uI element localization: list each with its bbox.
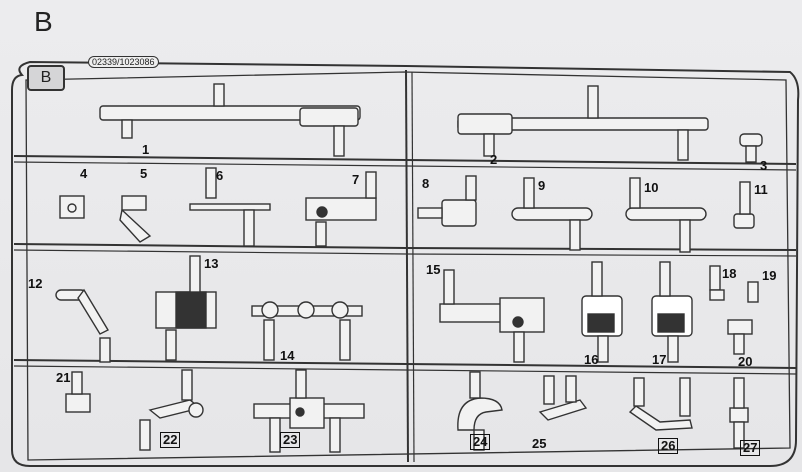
- part-number-5: 5: [140, 166, 148, 181]
- part-number-14: 14: [280, 348, 295, 363]
- sprue-code-label: 02339/1023086: [88, 56, 159, 68]
- part-number-27: 27: [740, 440, 761, 456]
- part-number-23: 23: [280, 432, 301, 448]
- part-number-26: 26: [658, 438, 679, 454]
- part-number-9: 9: [538, 178, 546, 193]
- part-number-15: 15: [426, 262, 441, 277]
- part-number-20: 20: [738, 354, 753, 369]
- part-number-13: 13: [204, 256, 219, 271]
- part-number-16: 16: [584, 352, 599, 367]
- part-number-11: 11: [754, 182, 768, 197]
- part-number-3: 3: [760, 158, 768, 173]
- part-number-6: 6: [216, 168, 224, 183]
- part-number-12: 12: [28, 276, 43, 291]
- part-number-25: 25: [532, 436, 547, 451]
- part-number-24: 24: [470, 434, 491, 450]
- part-number-7: 7: [352, 172, 360, 187]
- part-number-4: 4: [80, 166, 88, 181]
- part-number-21: 21: [56, 370, 71, 385]
- part-number-10: 10: [644, 180, 659, 195]
- part-number-1: 1: [142, 142, 150, 157]
- part-number-17: 17: [652, 352, 667, 367]
- part-number-19: 19: [762, 268, 777, 283]
- part-number-2: 2: [490, 152, 498, 167]
- sheet-title: B: [34, 6, 53, 37]
- part-number-22: 22: [160, 432, 181, 448]
- part-number-18: 18: [722, 266, 737, 281]
- sprue-badge: B: [27, 65, 65, 91]
- part-number-8: 8: [422, 176, 430, 191]
